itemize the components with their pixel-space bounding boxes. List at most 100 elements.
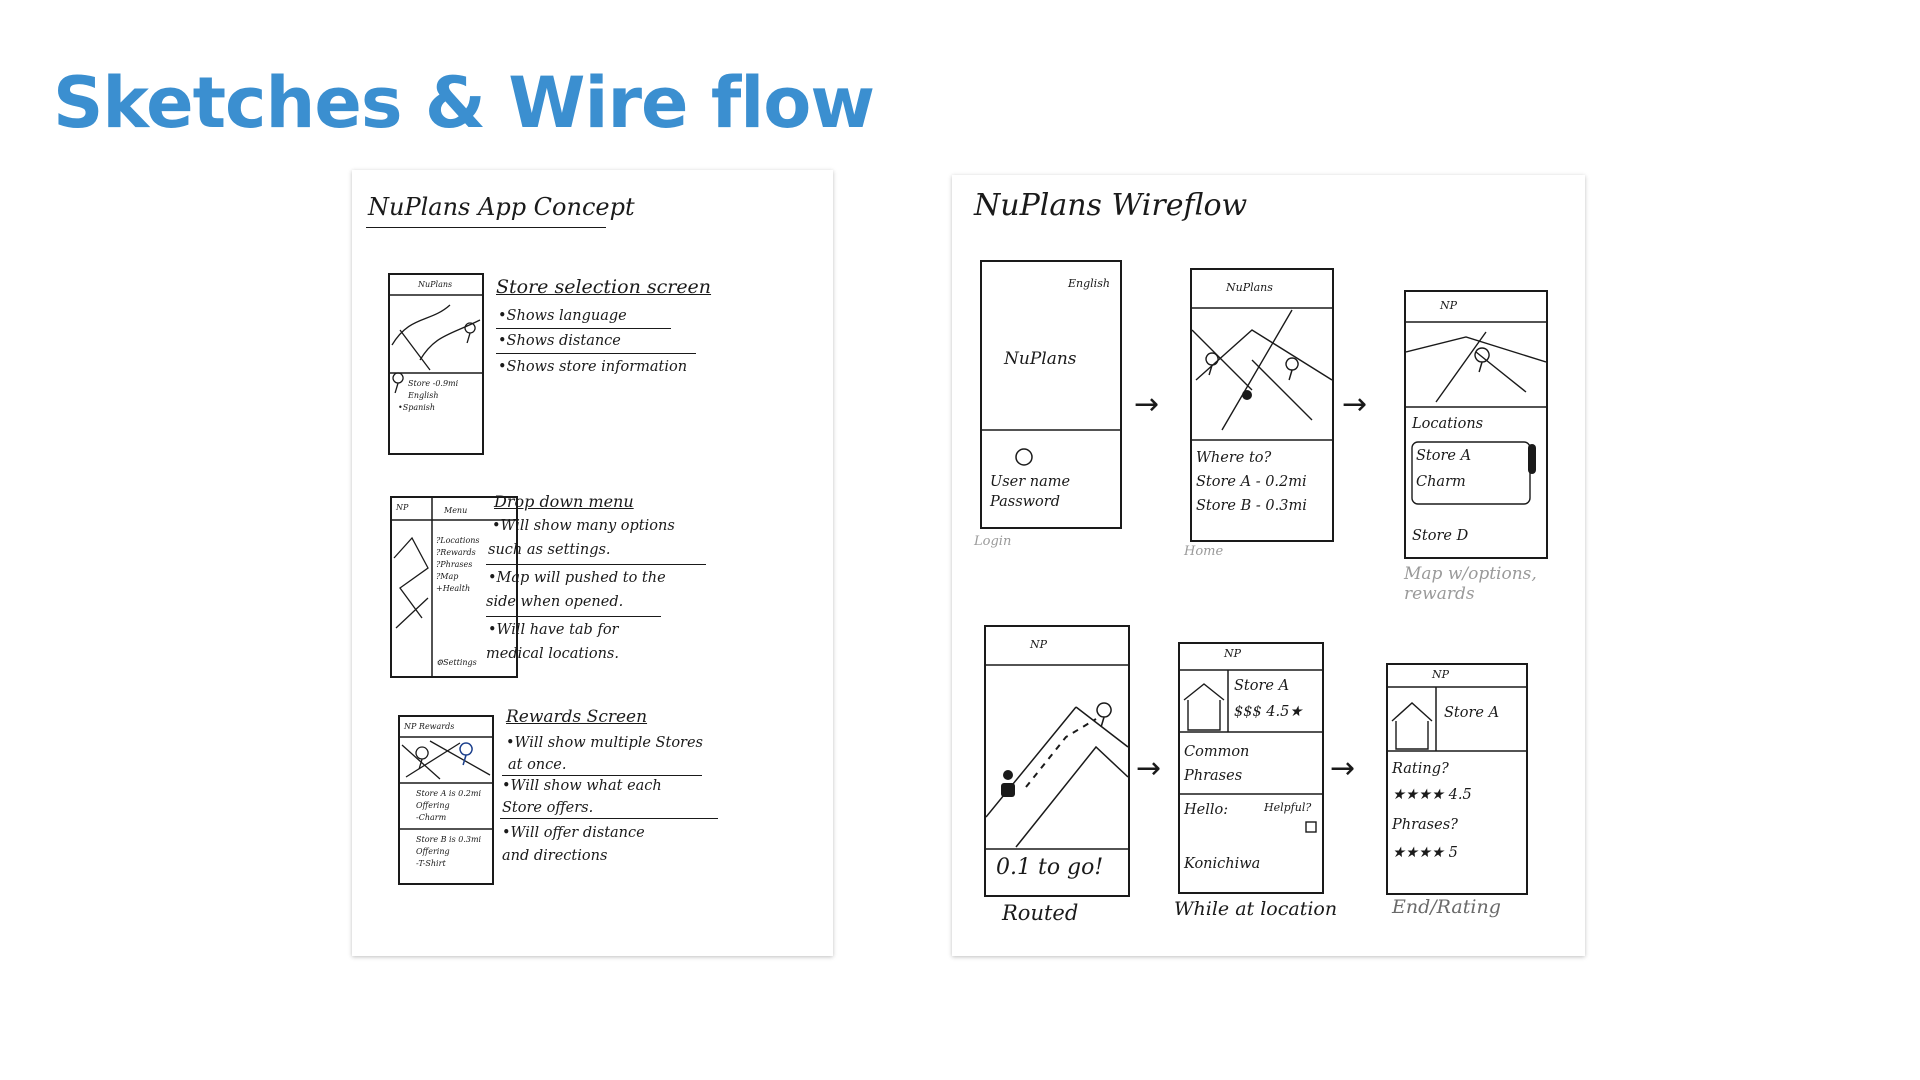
menu-title: Menu	[444, 506, 468, 515]
note-rule	[502, 775, 702, 776]
screen-caption: Routed	[1002, 901, 1079, 925]
screen-text: Password	[990, 494, 1060, 510]
phone-line: English	[408, 391, 439, 400]
note-line: •Shows language	[498, 308, 627, 324]
note-line: •Will show multiple Stores	[506, 735, 703, 751]
note-line: •Map will pushed to the	[488, 570, 666, 586]
route-map-doodle	[986, 664, 1128, 850]
phone-line: Offering	[416, 847, 450, 856]
screen-text: Common	[1184, 744, 1250, 760]
note-line: •Will show what each	[502, 778, 662, 794]
screen-header: NP	[1440, 299, 1458, 312]
screen-text: Store A	[1444, 705, 1500, 721]
note-line: Store offers.	[502, 800, 594, 816]
wireflow-sketch-sheet: NuPlans Wireflow English NuPlans User na…	[952, 175, 1585, 956]
note-rule	[496, 328, 671, 329]
screen-text: Store D	[1412, 528, 1469, 544]
note-line: •Shows distance	[498, 333, 621, 349]
wireflow-screen-end-rating: NP Store A Rating? ★★★★ 4.5 Phrases? ★★★…	[1386, 663, 1528, 895]
note-line: •Will have tab for	[488, 622, 619, 638]
screen-header: NP	[1224, 647, 1242, 660]
section-heading: Store selection screen	[496, 276, 712, 298]
screen-caption: While at location	[1174, 898, 1338, 920]
wireflow-screen-home: NuPlans Where to? Store A - 0.2mi Store …	[1190, 268, 1334, 542]
menu-item: +Health	[436, 584, 471, 593]
screen-text: $$$ 4.5★	[1234, 704, 1303, 720]
screen-text: Hello:	[1184, 802, 1229, 818]
screen-caption: Home	[1184, 544, 1224, 559]
screen-text: Store A	[1234, 678, 1290, 694]
wireflow-screen-map-rewards: NP Locations Store A Charm Store D	[1404, 290, 1548, 559]
note-line: at once.	[508, 757, 567, 773]
slide-title: Sketches & Wire flow	[53, 62, 875, 144]
flow-arrow-icon: →	[1134, 387, 1160, 422]
menu-item: ?Rewards	[436, 548, 476, 557]
wireflow-screen-routed: NP 0.1 to go!	[984, 625, 1130, 897]
note-line: •Will offer distance	[502, 825, 645, 841]
phone-line: Store B is 0.3mi	[416, 835, 482, 844]
screen-text: ★★★★ 5	[1392, 845, 1458, 861]
note-line: •Will show many options	[492, 518, 675, 534]
store-icon	[1180, 669, 1322, 833]
phone-header: NP Rewards	[404, 722, 455, 731]
screen-header: NuPlans	[1226, 281, 1273, 294]
menu-item: ?Phrases	[436, 560, 473, 569]
section-heading: Rewards Screen	[506, 707, 648, 727]
screen-text: Rating?	[1392, 761, 1449, 777]
title-underline	[366, 227, 606, 228]
wireflow-title: NuPlans Wireflow	[974, 188, 1248, 223]
menu-item: ?Locations	[436, 536, 480, 545]
screen-text: Store A - 0.2mi	[1196, 474, 1307, 490]
screen-text: 0.1 to go!	[996, 855, 1104, 880]
map-doodle	[390, 294, 482, 394]
note-line: side when opened.	[486, 594, 624, 610]
phone-line: •Spanish	[398, 403, 436, 412]
phone-header: NuPlans	[418, 280, 453, 289]
map-doodle	[400, 736, 492, 830]
screen-text: Phrases?	[1392, 817, 1458, 833]
phone-line: Store -0.9mi	[408, 379, 459, 388]
map-doodle	[1192, 307, 1332, 441]
dropdown-phone-sketch: NP Menu ?Locations ?Rewards ?Phrases ?Ma…	[390, 496, 518, 678]
screen-text: Phrases	[1184, 768, 1243, 784]
wireflow-screen-login: English NuPlans User name Password	[980, 260, 1122, 529]
phone-line: Offering	[416, 801, 450, 810]
note-rule	[500, 818, 718, 819]
store-icon	[1388, 686, 1526, 752]
screen-text: ★★★★ 4.5	[1392, 787, 1472, 803]
note-line: such as settings.	[488, 542, 611, 558]
note-line: •Shows store information	[498, 359, 688, 375]
map-doodle	[1406, 321, 1546, 505]
screen-text: Konichiwa	[1184, 856, 1261, 872]
store-selection-phone-sketch: NuPlans Store -0.9mi English •Spanish	[388, 273, 484, 455]
screen-text: Store B - 0.3mi	[1196, 498, 1307, 514]
map-doodle	[392, 498, 516, 676]
phone-line: -T-Shirt	[416, 859, 446, 868]
menu-settings: ⚙Settings	[436, 658, 477, 667]
screen-text: Where to?	[1196, 450, 1272, 466]
screen-header: NP	[1030, 638, 1048, 651]
screen-text: Helpful?	[1264, 801, 1312, 814]
screen-header: NP	[1432, 668, 1450, 681]
concept-sketch-sheet: NuPlans App Concept NuPlans Store -0.9mi…	[352, 170, 833, 956]
screen-caption: End/Rating	[1392, 896, 1501, 918]
screen-caption: Map w/options, rewards	[1404, 564, 1537, 604]
screen-text: Store A	[1416, 448, 1472, 464]
flow-arrow-icon: →	[1330, 751, 1356, 786]
screen-text: Charm	[1416, 474, 1466, 490]
phone-line: -Charm	[416, 813, 447, 822]
flow-arrow-icon: →	[1136, 751, 1162, 786]
screen-text: English	[1068, 277, 1110, 290]
menu-item: ?Map	[436, 572, 459, 581]
phone-line: Store A is 0.2mi	[416, 789, 482, 798]
note-line: medical locations.	[486, 646, 619, 662]
concept-title: NuPlans App Concept	[368, 193, 635, 221]
flow-arrow-icon: →	[1342, 387, 1368, 422]
avatar-icon	[982, 429, 1120, 466]
screen-text: User name	[990, 474, 1071, 490]
screen-text: NuPlans	[1004, 349, 1077, 369]
note-line: and directions	[502, 848, 608, 864]
note-rule	[486, 616, 661, 617]
wireflow-screen-at-location: NP Store A $$$ 4.5★ Common Phrases Hello…	[1178, 642, 1324, 894]
screen-caption: Login	[974, 534, 1012, 549]
